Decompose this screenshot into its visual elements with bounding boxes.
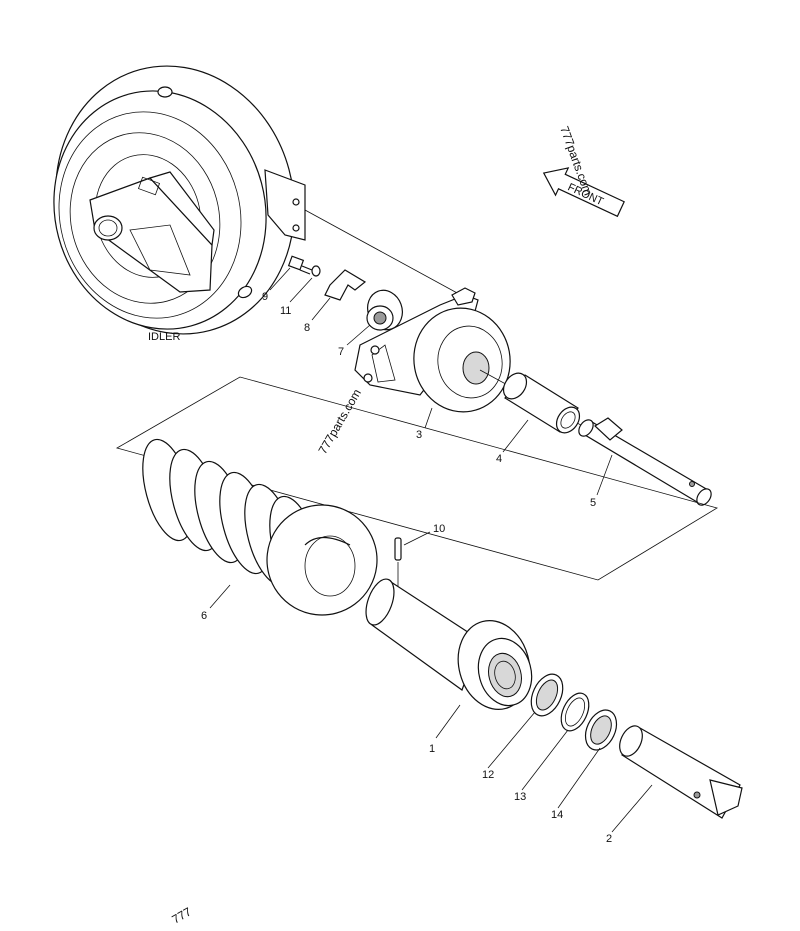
spring-6 xyxy=(142,438,378,616)
callout-3: 3 xyxy=(416,429,422,441)
callout-5: 5 xyxy=(590,497,596,509)
callout-11: 11 xyxy=(280,305,291,317)
spring-box-outline xyxy=(115,376,719,581)
watermark-bottom: 777 xyxy=(170,904,195,926)
seal-12 xyxy=(530,673,564,717)
idler-wheel: IDLER xyxy=(53,65,306,343)
pin-2 xyxy=(619,725,743,819)
callout-4: 4 xyxy=(496,453,502,465)
callout-7: 7 xyxy=(338,346,344,358)
callout-14: 14 xyxy=(551,809,563,821)
bracket-8 xyxy=(324,269,367,301)
yoke-3 xyxy=(354,287,511,413)
callout-1: 1 xyxy=(429,743,435,755)
callout-10: 10 xyxy=(433,523,445,535)
idler-label: IDLER xyxy=(148,331,180,343)
watermark-mid: 777parts.com xyxy=(315,387,363,457)
callout-9: 9 xyxy=(262,291,268,303)
bolt-9 xyxy=(287,255,313,275)
spring-pin-10 xyxy=(394,537,402,592)
callout-2: 2 xyxy=(606,833,612,845)
callouts: 1 2 3 4 5 6 7 8 9 10 11 12 13 14 xyxy=(201,267,653,845)
callout-6: 6 xyxy=(201,610,207,622)
washer-11 xyxy=(311,265,321,277)
pin-5 xyxy=(578,417,712,506)
callout-12: 12 xyxy=(482,769,494,781)
callout-8: 8 xyxy=(304,322,310,334)
cylinder-1 xyxy=(365,578,533,711)
seal-14 xyxy=(584,709,618,751)
ring-13 xyxy=(560,692,590,732)
bearing-7 xyxy=(366,289,403,331)
bushing-4 xyxy=(502,372,581,434)
callout-13: 13 xyxy=(514,791,526,803)
